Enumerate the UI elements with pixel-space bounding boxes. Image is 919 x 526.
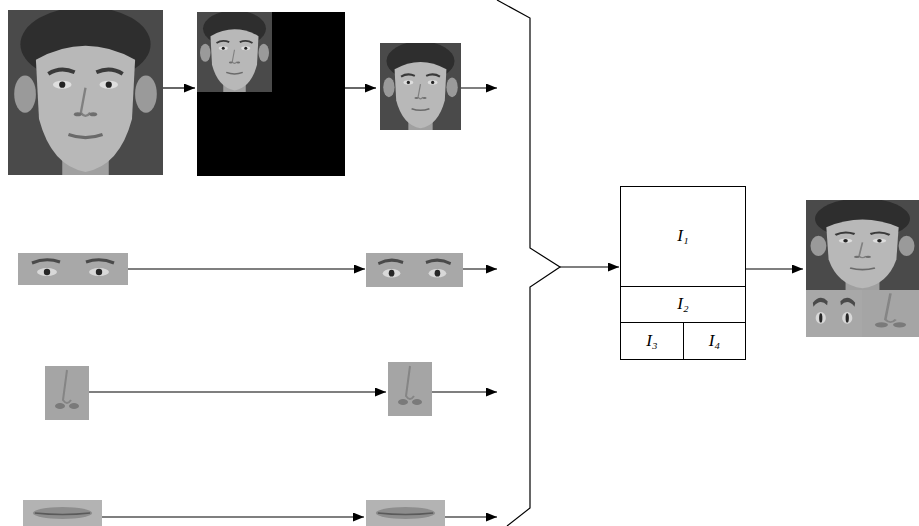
- arrow: [128, 268, 365, 269]
- arrow: [560, 266, 619, 267]
- eyes-patch: [18, 253, 128, 285]
- arrow: [445, 516, 497, 517]
- arrow: [432, 391, 497, 392]
- face-photo: [197, 10, 272, 92]
- layout-block: I₂: [620, 286, 746, 323]
- block-label: I₃: [646, 332, 658, 351]
- combined-photo: [806, 290, 862, 337]
- arrow: [463, 268, 497, 269]
- eyes-patch: [366, 253, 463, 287]
- arrow: [461, 87, 497, 88]
- combined-photo: [806, 198, 919, 290]
- block-label: I₂: [677, 295, 689, 314]
- layout-block: I₁: [620, 186, 746, 287]
- arrow: [89, 391, 386, 392]
- merge-bracket: [497, 0, 560, 526]
- arrow: [345, 87, 376, 88]
- layout-block: I₃: [620, 322, 684, 360]
- mouth-patch: [366, 500, 445, 526]
- block-label: I₄: [709, 332, 721, 351]
- layout-block: I₄: [683, 322, 746, 360]
- arrow: [102, 516, 364, 517]
- block-label: I₁: [677, 227, 689, 246]
- mouth-patch: [23, 500, 102, 526]
- nose-patch: [45, 366, 89, 420]
- nose-patch: [388, 362, 432, 416]
- arrow: [163, 87, 195, 88]
- arrow: [746, 268, 803, 269]
- face-photo: [8, 7, 163, 175]
- combined-photo: [862, 290, 919, 337]
- face-photo: [380, 41, 461, 130]
